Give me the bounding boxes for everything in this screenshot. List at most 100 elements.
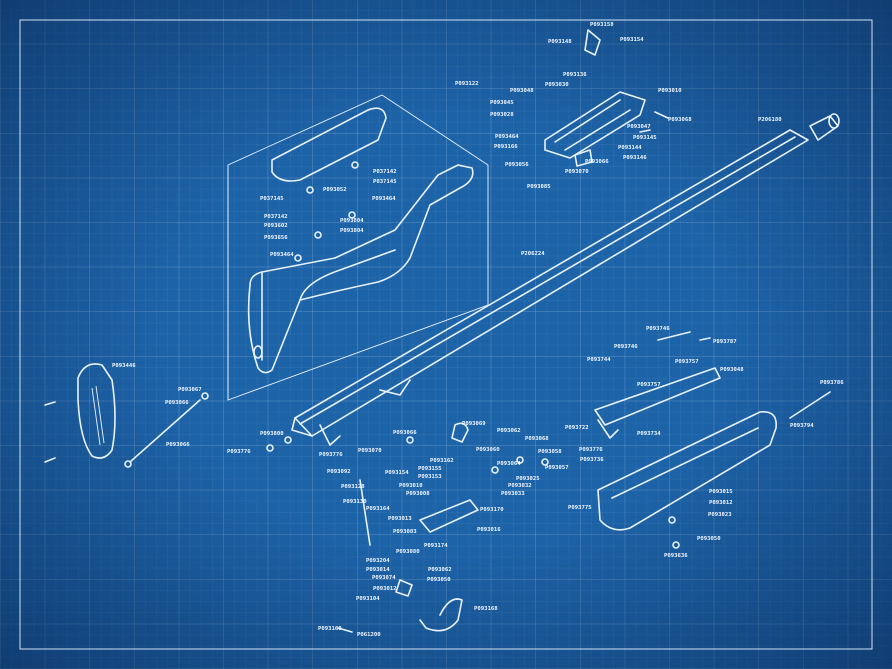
part-label: P093068 [525,436,549,442]
part-label: P093160 [318,626,342,632]
part-label: P093010 [658,88,682,94]
butt-plate [77,363,116,459]
part-label: P093080 [396,549,420,555]
part-label: P093800 [260,431,284,437]
part-label: P093722 [565,425,589,431]
part-label: P093804 [340,228,364,234]
part-label: P093636 [664,553,688,559]
part-label: P061200 [357,632,381,638]
part-label: P093030 [545,82,569,88]
part-label: P093776 [579,447,603,453]
part-label: P093050 [697,536,721,542]
part-label: P093064 [497,461,521,467]
upper-bracket [594,331,721,439]
part-label: P093045 [490,100,514,106]
part-label: P093070 [565,169,589,175]
part-label: P093067 [178,387,202,393]
part-label: P093128 [341,484,365,490]
part-label: P093013 [388,516,412,522]
muzzle-cap [809,113,840,141]
part-label: P093068 [668,117,692,123]
part-label: P037145 [260,196,284,202]
part-label: P093015 [709,489,733,495]
part-label: P093062 [497,428,521,434]
part-label: P206180 [758,117,782,123]
part-label: P093794 [790,423,814,429]
top-action-assembly [544,29,669,167]
part-label: P037142 [264,214,288,220]
part-label: P037145 [373,179,397,185]
part-label: P093153 [418,474,442,480]
part-label: P093104 [356,596,380,602]
part-label: P093170 [480,507,504,513]
part-label: P093757 [637,382,661,388]
part-label: P093746 [614,344,638,350]
part-label: P093146 [623,155,647,161]
part-label: P093602 [264,223,288,229]
rifle-stock [247,164,474,374]
part-label: P093168 [474,606,498,612]
part-label: P206224 [521,251,545,257]
part-label: P093204 [366,558,390,564]
part-label: P093066 [165,400,189,406]
part-label: P093736 [580,457,604,463]
part-label: P093656 [264,235,288,241]
part-label: P093154 [620,37,644,43]
part-label: P093052 [323,187,347,193]
stock-bolt [129,399,201,463]
part-label: P093056 [505,162,529,168]
blueprint-frame [19,19,873,650]
part-label: P093025 [516,476,540,482]
part-label: P093122 [455,81,479,87]
part-label: P093158 [590,22,614,28]
handguard-rod [789,391,831,419]
part-label: P093085 [527,184,551,190]
part-label: P093130 [343,499,367,505]
handguard [597,411,777,531]
part-label: P093062 [428,567,452,573]
part-label: P093464 [372,196,396,202]
part-label: P093069 [462,421,486,427]
part-label: P093074 [372,575,396,581]
small-parts [266,161,680,549]
part-label: P093012 [373,586,397,592]
stock-assembly-box [227,94,489,401]
part-label: P093746 [646,326,670,332]
part-label: P093464 [270,252,294,258]
part-label: P093144 [618,145,642,151]
part-label: P093757 [675,359,699,365]
part-label: P093066 [393,430,417,436]
part-label: P093174 [424,543,448,549]
part-label: P093148 [548,39,572,45]
part-label: P093155 [418,466,442,472]
part-label: P093804 [340,218,364,224]
part-label: P093775 [568,505,592,511]
part-label: P093066 [166,442,190,448]
part-label: P093464 [495,134,519,140]
part-label: P093058 [538,449,562,455]
part-label: P093066 [585,159,609,165]
part-label: P093164 [366,506,390,512]
part-label: P093446 [112,363,136,369]
part-label: P093014 [366,567,390,573]
part-label: P037142 [373,169,397,175]
part-label: P093145 [633,135,657,141]
part-label: P093092 [327,469,351,475]
part-label: P093048 [510,88,534,94]
part-label: P093047 [627,124,651,130]
part-label: P093787 [713,339,737,345]
part-label: P093010 [399,483,423,489]
part-label: P093776 [319,452,343,458]
part-label: P093136 [563,72,587,78]
part-label: P093060 [476,447,500,453]
part-label: P093032 [508,483,532,489]
part-label: P093166 [494,144,518,150]
part-label: P093033 [501,491,525,497]
part-label: P093154 [385,470,409,476]
part-label: P093162 [430,458,454,464]
part-label: P093744 [587,357,611,363]
part-label: P093070 [358,448,382,454]
part-label: P093083 [393,529,417,535]
